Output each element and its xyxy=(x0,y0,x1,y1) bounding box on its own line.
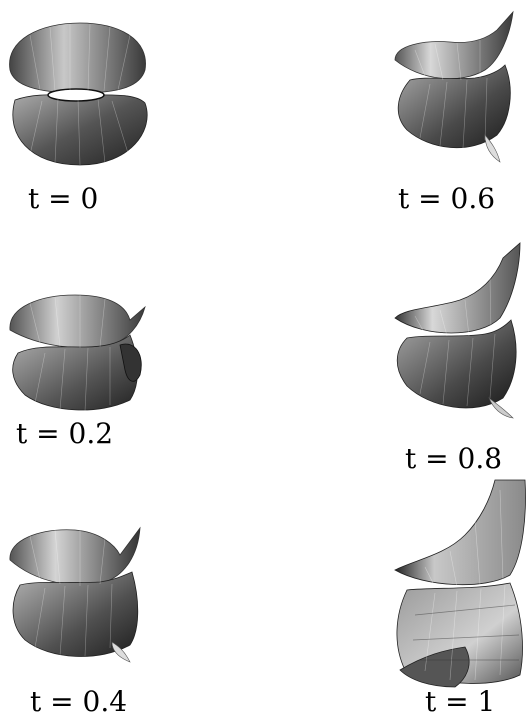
surface-t-0-6 xyxy=(394,10,514,163)
surface-t-0 xyxy=(9,22,148,166)
surface-t-1 xyxy=(394,479,526,688)
caption-t-0-4: t = 0.4 xyxy=(30,685,128,718)
caption-t-0: t = 0 xyxy=(28,182,99,215)
caption-t-0-2: t = 0.2 xyxy=(16,417,114,450)
surface-t-0-8 xyxy=(394,242,521,419)
caption-t-1: t = 1 xyxy=(425,685,496,718)
surface-t-0-4 xyxy=(9,526,141,663)
caption-t-0-6: t = 0.6 xyxy=(398,182,496,215)
surface-t-0-2 xyxy=(9,294,146,412)
caption-t-0-8: t = 0.8 xyxy=(405,442,503,475)
